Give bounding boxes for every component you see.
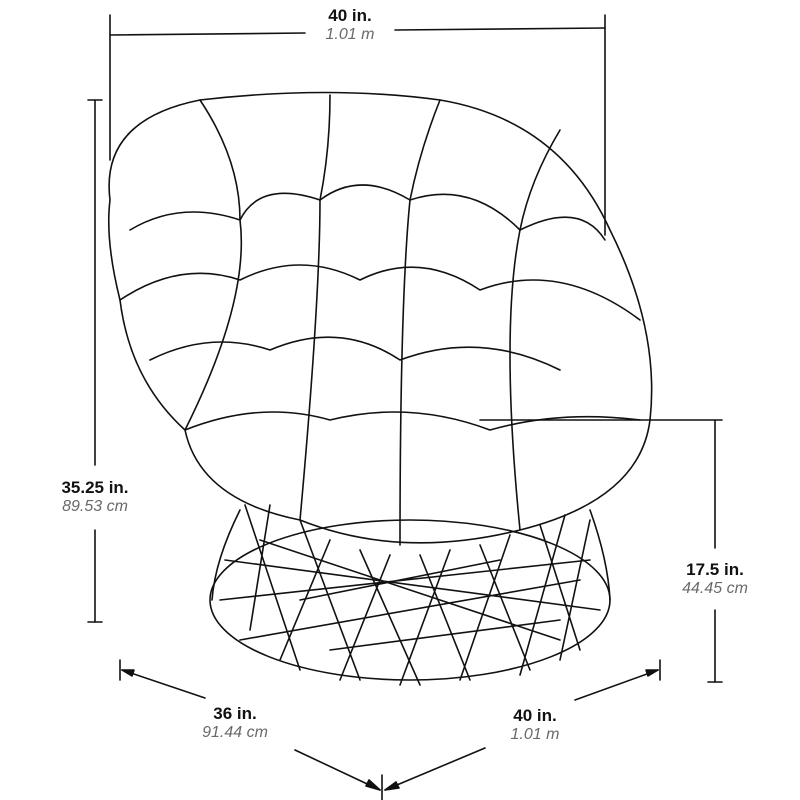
- cushion-bowl: [107, 91, 653, 546]
- height-imperial: 35.25 in.: [61, 478, 129, 497]
- depth-imperial: 36 in.: [213, 704, 257, 723]
- top-width-dimension-line: [109, 14, 606, 236]
- seat-height-dimension-line: [479, 419, 723, 683]
- seat-height-metric: 44.45 cm: [682, 579, 748, 597]
- base-dimension-lines: [119, 659, 661, 800]
- height-label: 35.25 in. 89.53 cm: [35, 478, 155, 516]
- seat-height-imperial: 17.5 in.: [686, 560, 744, 579]
- seat-height-label: 17.5 in. 44.45 cm: [655, 560, 775, 598]
- height-dimension-line: [87, 99, 103, 623]
- base-width-label: 40 in. 1.01 m: [475, 706, 595, 744]
- depth-metric: 91.44 cm: [202, 723, 268, 741]
- top-width-label: 40 in. 1.01 m: [290, 6, 410, 44]
- height-metric: 89.53 cm: [62, 497, 128, 515]
- base-width-metric: 1.01 m: [510, 725, 560, 743]
- top-width-metric: 1.01 m: [325, 25, 375, 43]
- base-width-imperial: 40 in.: [513, 706, 557, 725]
- top-width-imperial: 40 in.: [328, 6, 372, 25]
- depth-label: 36 in. 91.44 cm: [175, 704, 295, 742]
- wicker-base: [209, 504, 611, 686]
